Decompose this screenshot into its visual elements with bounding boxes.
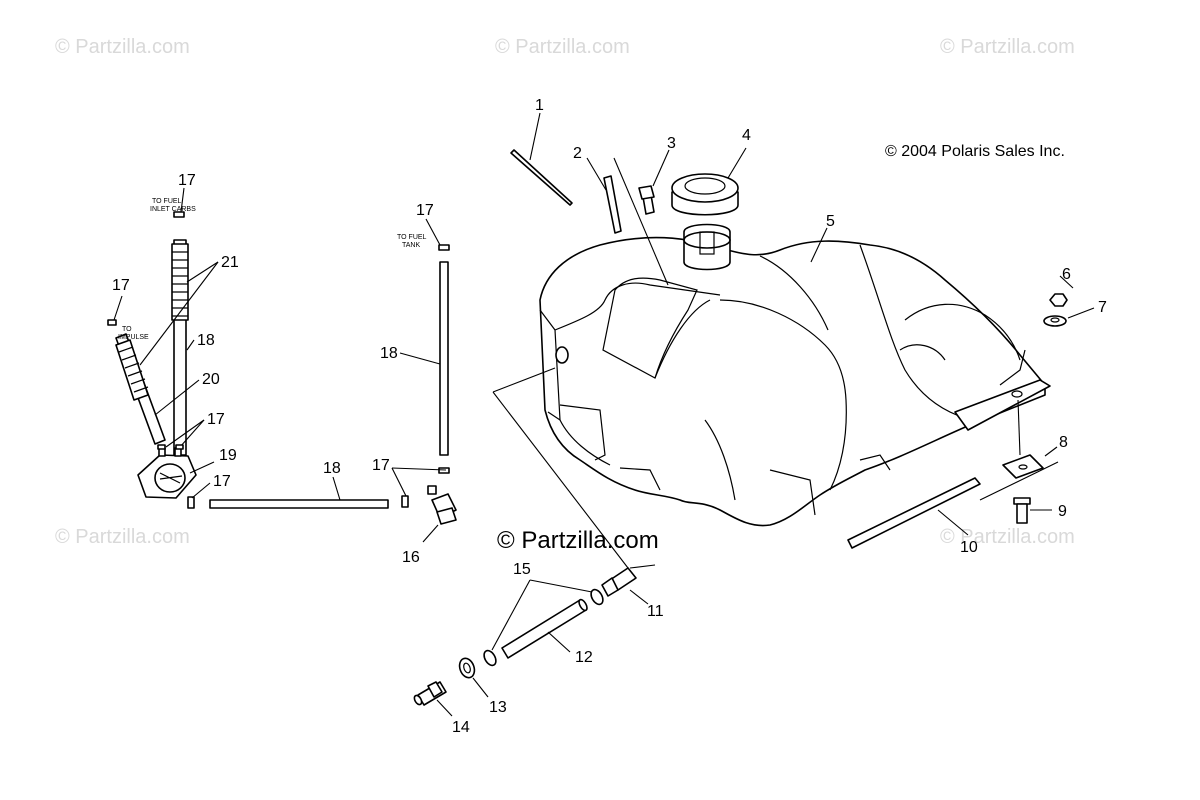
callout-17-impulse: 17 <box>112 277 130 294</box>
callout-21: 21 <box>221 254 239 271</box>
callout-14: 14 <box>452 719 470 736</box>
note-to-fuel-inlet-2: INLET CARBS <box>150 206 196 213</box>
clamp-17-impulse <box>107 319 117 326</box>
watermark-mid-left: © Partzilla.com <box>55 526 190 548</box>
part-6-nut: 6 <box>1049 266 1074 307</box>
part-16-fuel-valve: 16 <box>402 485 457 566</box>
callout-12: 12 <box>575 649 593 666</box>
callout-19: 19 <box>219 447 237 464</box>
hose-horizontal <box>187 495 409 509</box>
part-4-fuel-cap: 4 <box>671 127 751 216</box>
callout-11: 11 <box>647 603 664 620</box>
callout-6: 6 <box>1062 266 1071 283</box>
callout-20: 20 <box>202 371 220 388</box>
callout-15: 15 <box>513 561 531 578</box>
projection-line-fitting <box>629 564 656 569</box>
part-3-vent-valve: 3 <box>638 135 676 215</box>
callout-9: 9 <box>1058 503 1067 520</box>
part-12-hose: 12 <box>501 598 593 666</box>
fuel-tank <box>539 223 1051 527</box>
hose-notes: TO FUEL INLET CARBS TO IMPULSE TO FUEL T… <box>118 198 427 341</box>
watermark-center: © Partzilla.com <box>497 527 659 554</box>
projection-line-down <box>492 391 629 569</box>
copyright-notice: © 2004 Polaris Sales Inc. <box>885 143 1065 160</box>
part-19-fuel-pump: 19 <box>137 447 237 499</box>
part-7-washer: 7 <box>1043 299 1107 327</box>
hose-to-carbs <box>171 211 189 456</box>
watermarks: © Partzilla.com © Partzilla.com © Partzi… <box>55 36 1075 548</box>
note-to-fuel-inlet-1: TO FUEL <box>152 198 182 205</box>
watermark-top-right: © Partzilla.com <box>940 36 1075 58</box>
clamp-17-top-left <box>173 211 185 218</box>
callout-2: 2 <box>573 145 582 162</box>
note-to-fuel-tank-1: TO FUEL <box>397 234 427 241</box>
part-11-fitting: 11 <box>601 567 664 620</box>
note-to-impulse-2: IMPULSE <box>118 334 149 341</box>
callout-8: 8 <box>1059 434 1068 451</box>
watermark-top-center: © Partzilla.com <box>495 36 630 58</box>
callout-7: 7 <box>1098 299 1107 316</box>
callout-17-bottom-right: 17 <box>372 457 390 474</box>
part-2-vent-tube: 2 <box>573 145 669 286</box>
callout-3: 3 <box>667 135 676 152</box>
callout-17-top: 17 <box>178 172 196 189</box>
part-10-strip: 10 <box>847 477 981 556</box>
part-14-fitting: 14 <box>413 681 470 736</box>
callout-13: 13 <box>489 699 507 716</box>
hose-to-tank <box>438 244 450 474</box>
callout-10: 10 <box>960 539 978 556</box>
callout-16: 16 <box>402 549 420 566</box>
part-9-bolt: 9 <box>979 461 1067 524</box>
leader-5 <box>810 227 828 263</box>
callout-1: 1 <box>535 97 544 114</box>
part-15-clamps: 15 <box>483 561 604 667</box>
watermark-top-left: © Partzilla.com <box>55 36 190 58</box>
callout-17-pump: 17 <box>207 411 225 428</box>
left-callouts: 17 21 17 18 20 17 17 18 17 18 17 <box>112 172 447 501</box>
callout-17-bottom-left: 17 <box>213 473 231 490</box>
callout-18-left: 18 <box>197 332 215 349</box>
note-to-impulse-1: TO <box>122 326 132 333</box>
callout-18-right: 18 <box>380 345 398 362</box>
part-8-bracket: 8 <box>1002 399 1068 479</box>
callout-4: 4 <box>742 127 751 144</box>
part-13-grommet: 13 <box>458 657 507 716</box>
callout-5: 5 <box>826 213 835 230</box>
callout-17-tank: 17 <box>416 202 434 219</box>
callout-18-bottom: 18 <box>323 460 341 477</box>
projection-line-left <box>492 367 556 393</box>
note-to-fuel-tank-2: TANK <box>402 242 420 249</box>
hose-to-impulse <box>107 319 166 445</box>
watermark-mid-right: © Partzilla.com <box>940 526 1075 548</box>
part-1-strap: 1 <box>510 97 573 206</box>
